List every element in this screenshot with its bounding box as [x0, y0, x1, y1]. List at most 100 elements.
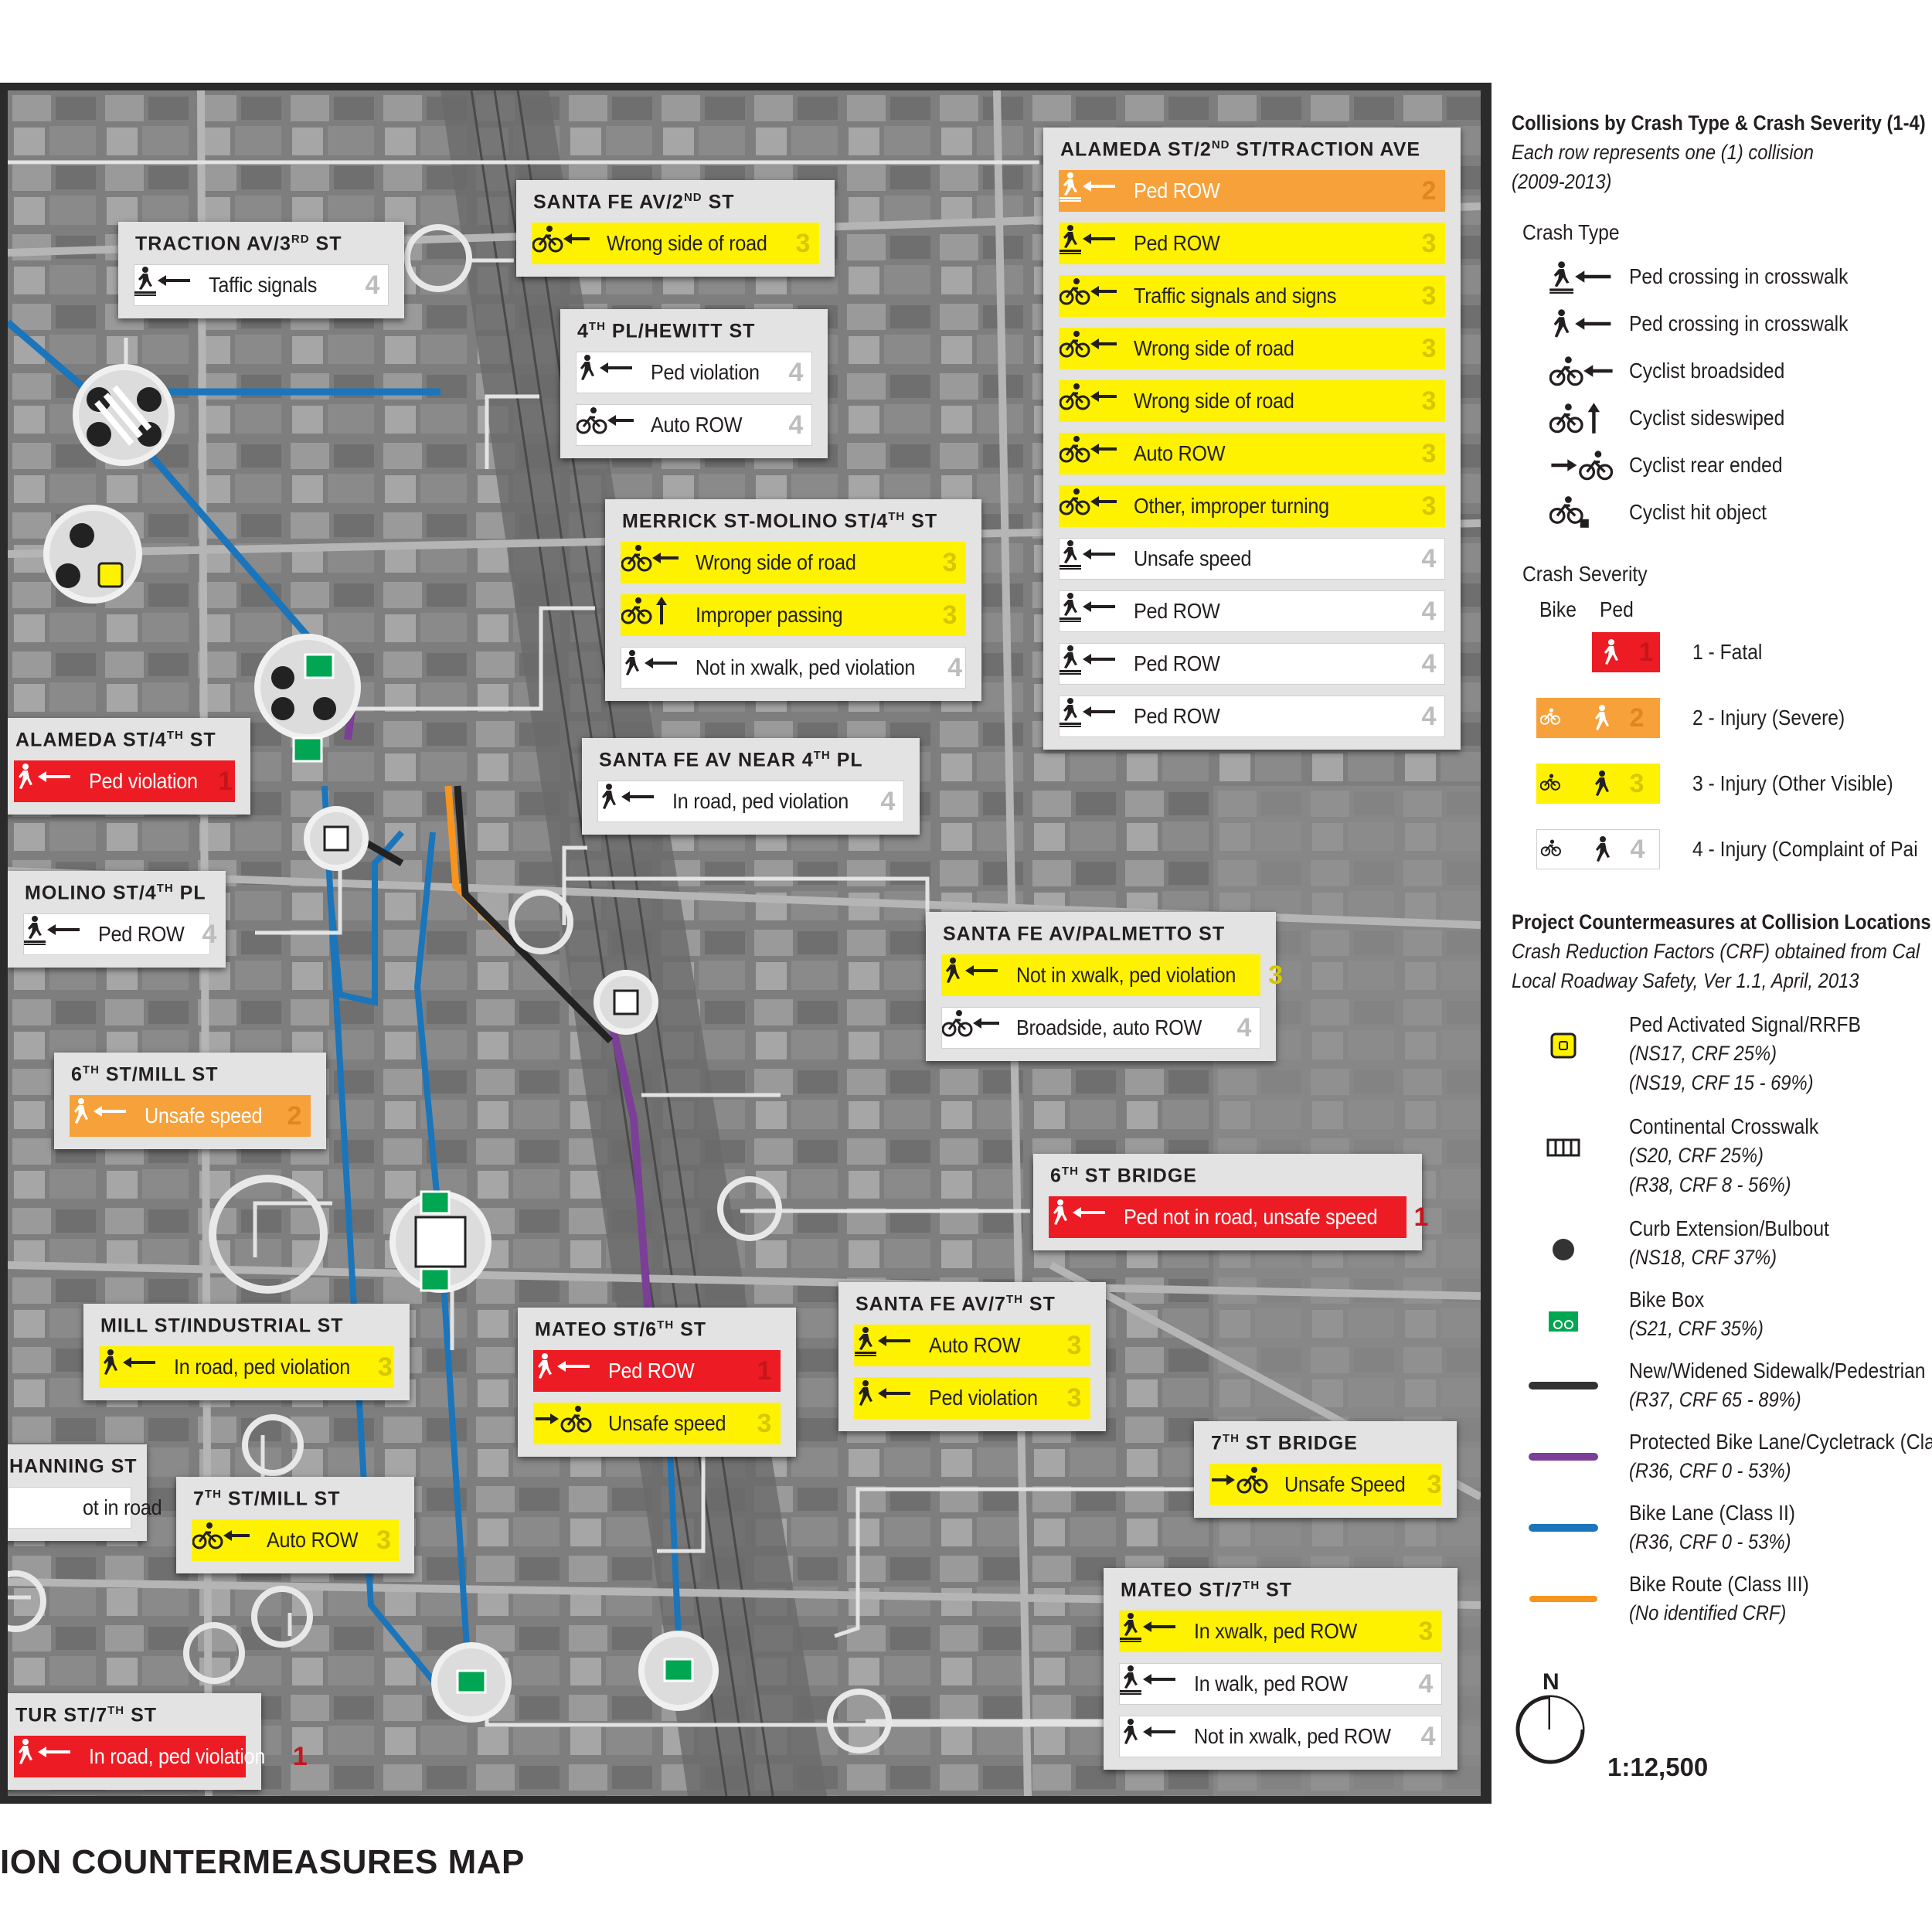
- bulbout-icon: [1544, 1230, 1583, 1273]
- crash-type-icon: [1060, 590, 1134, 632]
- callout-title-rest: ST: [309, 233, 342, 255]
- legend-severity-number: 2: [1629, 702, 1645, 733]
- callout-title: MOLINO ST/4TH PL: [25, 882, 210, 904]
- crash-type-icon: [1049, 1196, 1124, 1238]
- ped-crosswalk-icon: [1060, 645, 1115, 675]
- severity-number: 3: [1427, 1469, 1442, 1499]
- callout-title-sup: TH: [204, 1488, 222, 1501]
- collision-label: Unsafe speed: [608, 1411, 726, 1436]
- callout-title-rest: ST: [674, 1318, 707, 1341]
- crash-type-icon: [1120, 1611, 1194, 1652]
- callout-title: 7TH ST/MILL ST: [193, 1488, 399, 1510]
- crash-type-icon: [942, 954, 1016, 996]
- cycletrack-line-icon: [1529, 1445, 1598, 1472]
- cyclist-broadsided-icon: [1060, 436, 1117, 463]
- crash-type-icon: [1060, 275, 1134, 317]
- severity-number: 3: [942, 547, 957, 577]
- callout-title-sup: TH: [107, 1704, 125, 1717]
- collision-label: Not in xwalk, ped violation: [696, 655, 916, 680]
- legend-collisions-title: Collisions by Crash Type & Crash Severit…: [1512, 111, 1926, 134]
- legend-countermeasure-name: Curb Extension/Bulbout: [1629, 1216, 1829, 1240]
- cyclist-broadsided-icon: [577, 407, 634, 434]
- legend-countermeasure-name: Bike Box: [1629, 1287, 1705, 1311]
- severity-number: 4: [880, 786, 896, 816]
- severity-number: 3: [795, 228, 811, 258]
- callout-title-main: MILL ST/INDUSTRIAL ST: [100, 1315, 344, 1337]
- crash-type-icon: [534, 1350, 608, 1392]
- severity-number: 3: [1066, 1330, 1082, 1360]
- legend-crash-type-icon: [1549, 495, 1614, 529]
- callout-title-main: SANTA FE AV NEAR 4: [599, 749, 814, 771]
- crash-type-icon: [100, 1346, 174, 1388]
- legend-crf-source: Local Roadway Safety, Ver 1.1, April, 20…: [1512, 969, 1859, 992]
- legend-severity-bike: Bike: [1539, 597, 1577, 621]
- ped-crosswalk-icon: [1120, 1665, 1175, 1696]
- callout-title-sup: TH: [82, 1063, 100, 1077]
- legend-severity-label: 4 - Injury (Complaint of Pai: [1692, 837, 1918, 861]
- map-title: ION COUNTERMEASURES MAP: [0, 1843, 525, 1881]
- collision-label: Ped ROW: [1134, 179, 1220, 203]
- ped-crosswalk-icon: [1060, 540, 1115, 570]
- collision-label: Ped not in road, unsafe speed: [1124, 1205, 1378, 1230]
- callout-title-sup: TH: [888, 510, 906, 523]
- intersection-markers: [8, 224, 892, 1753]
- cyclist-hit-object-icon: [1540, 774, 1560, 791]
- severity-number: 1: [1413, 1202, 1429, 1232]
- compass-icon: [1515, 1695, 1585, 1764]
- callout-title-rest: PL: [173, 882, 206, 904]
- collision-label: Traffic signals and signs: [1134, 284, 1337, 308]
- crash-type-icon: [1060, 643, 1134, 685]
- crash-type-icon: [192, 1519, 267, 1561]
- legend-severity-swatch: 2: [1536, 698, 1660, 738]
- bike-lane-line-icon: [1529, 1516, 1598, 1543]
- legend-severity-number: 3: [1629, 768, 1645, 798]
- legend-countermeasure-name: Continental Crosswalk: [1629, 1114, 1819, 1138]
- callout-title-sup: TH: [166, 729, 184, 742]
- ped-crosswalk-icon: [134, 267, 190, 297]
- crash-type-icon: [621, 542, 696, 583]
- crash-type-icon: [134, 264, 209, 306]
- severity-number: 4: [788, 357, 804, 387]
- crash-type-icon: [621, 594, 696, 636]
- sidewalk-line-icon: [1529, 1374, 1598, 1401]
- callout-title-rest: ST BRIDGE: [1078, 1165, 1197, 1187]
- callout-title-rest: ST BRIDGE: [1239, 1432, 1358, 1454]
- ped-icon: [104, 1349, 155, 1376]
- collision-label: Other, improper turning: [1134, 494, 1329, 519]
- collision-label: Ped ROW: [1134, 599, 1220, 624]
- legend-countermeasure-name: Bike Lane (Class II): [1629, 1501, 1796, 1525]
- severity-number: 3: [376, 1525, 391, 1555]
- severity-number: 4: [1421, 701, 1437, 731]
- ped-icon: [74, 1098, 126, 1124]
- ped-icon: [19, 764, 70, 790]
- severity-number: 3: [1421, 491, 1437, 521]
- crash-type-icon: [855, 1377, 929, 1419]
- callout-title-sup: TH: [1243, 1579, 1260, 1592]
- collision-label: Unsafe speed: [1134, 546, 1252, 571]
- legend-countermeasure-crf: (No identified CRF): [1629, 1601, 1787, 1624]
- legend-collisions-years: (2009-2013): [1512, 170, 1612, 193]
- crash-type-icon: [1060, 170, 1134, 212]
